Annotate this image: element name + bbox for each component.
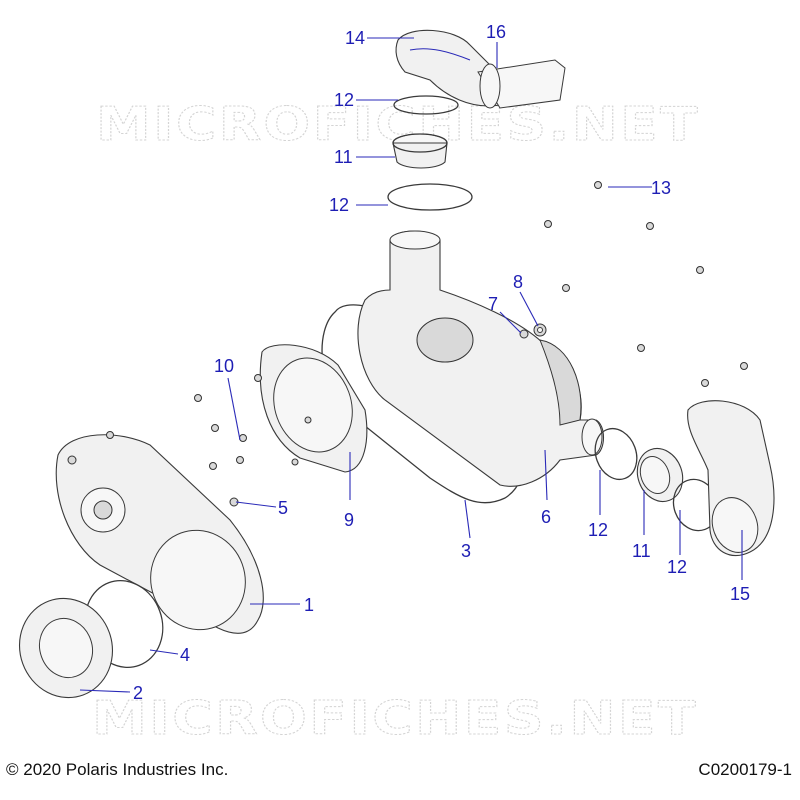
exploded-parts-diagram: MICROFICHES.NET MICROFICHES.NET [18, 22, 775, 746]
callout-12-mid: 12 [329, 195, 349, 215]
callout-12-top: 12 [334, 90, 354, 110]
callout-15: 15 [730, 584, 750, 604]
callout-12-right-a: 12 [588, 520, 608, 540]
callout-8: 8 [513, 272, 523, 292]
adapter-right [636, 447, 684, 503]
callout-12-right-b: 12 [667, 557, 687, 577]
screw-7 [519, 329, 529, 339]
callout-10: 10 [214, 356, 234, 376]
outer-clutch-cover [55, 431, 264, 634]
clamp-right-a [594, 427, 638, 481]
clamp-top [393, 95, 459, 115]
inner-housing [357, 230, 605, 487]
nut-8 [533, 323, 547, 337]
callout-3: 3 [461, 541, 471, 561]
callout-4: 4 [180, 645, 190, 665]
watermark-bottom: MICROFICHES.NET [92, 691, 698, 745]
outlet-duct [687, 400, 775, 557]
callout-13: 13 [651, 178, 671, 198]
callout-11-top: 11 [334, 147, 353, 167]
seal-plate [259, 344, 368, 473]
callout-9: 9 [344, 510, 354, 530]
inspection-cap [18, 597, 114, 699]
callout-1: 1 [304, 595, 314, 615]
figure-id: C0200179-1 [698, 760, 792, 779]
callout-11-right: 11 [632, 541, 651, 561]
callout-5: 5 [278, 498, 288, 518]
upper-intake-duct [395, 29, 566, 109]
callout-6: 6 [541, 507, 551, 527]
clamp-mid [387, 183, 473, 211]
callout-14: 14 [345, 28, 365, 48]
callout-2: 2 [133, 683, 143, 703]
callout-16: 16 [486, 22, 506, 42]
copyright-notice: © 2020 Polaris Industries Inc. [6, 760, 229, 779]
screw-group-13 [544, 181, 748, 387]
leader-lines [79, 37, 743, 693]
bolt-group-10 [194, 374, 312, 470]
adapter-top [392, 133, 448, 169]
callout-7: 7 [488, 294, 498, 314]
